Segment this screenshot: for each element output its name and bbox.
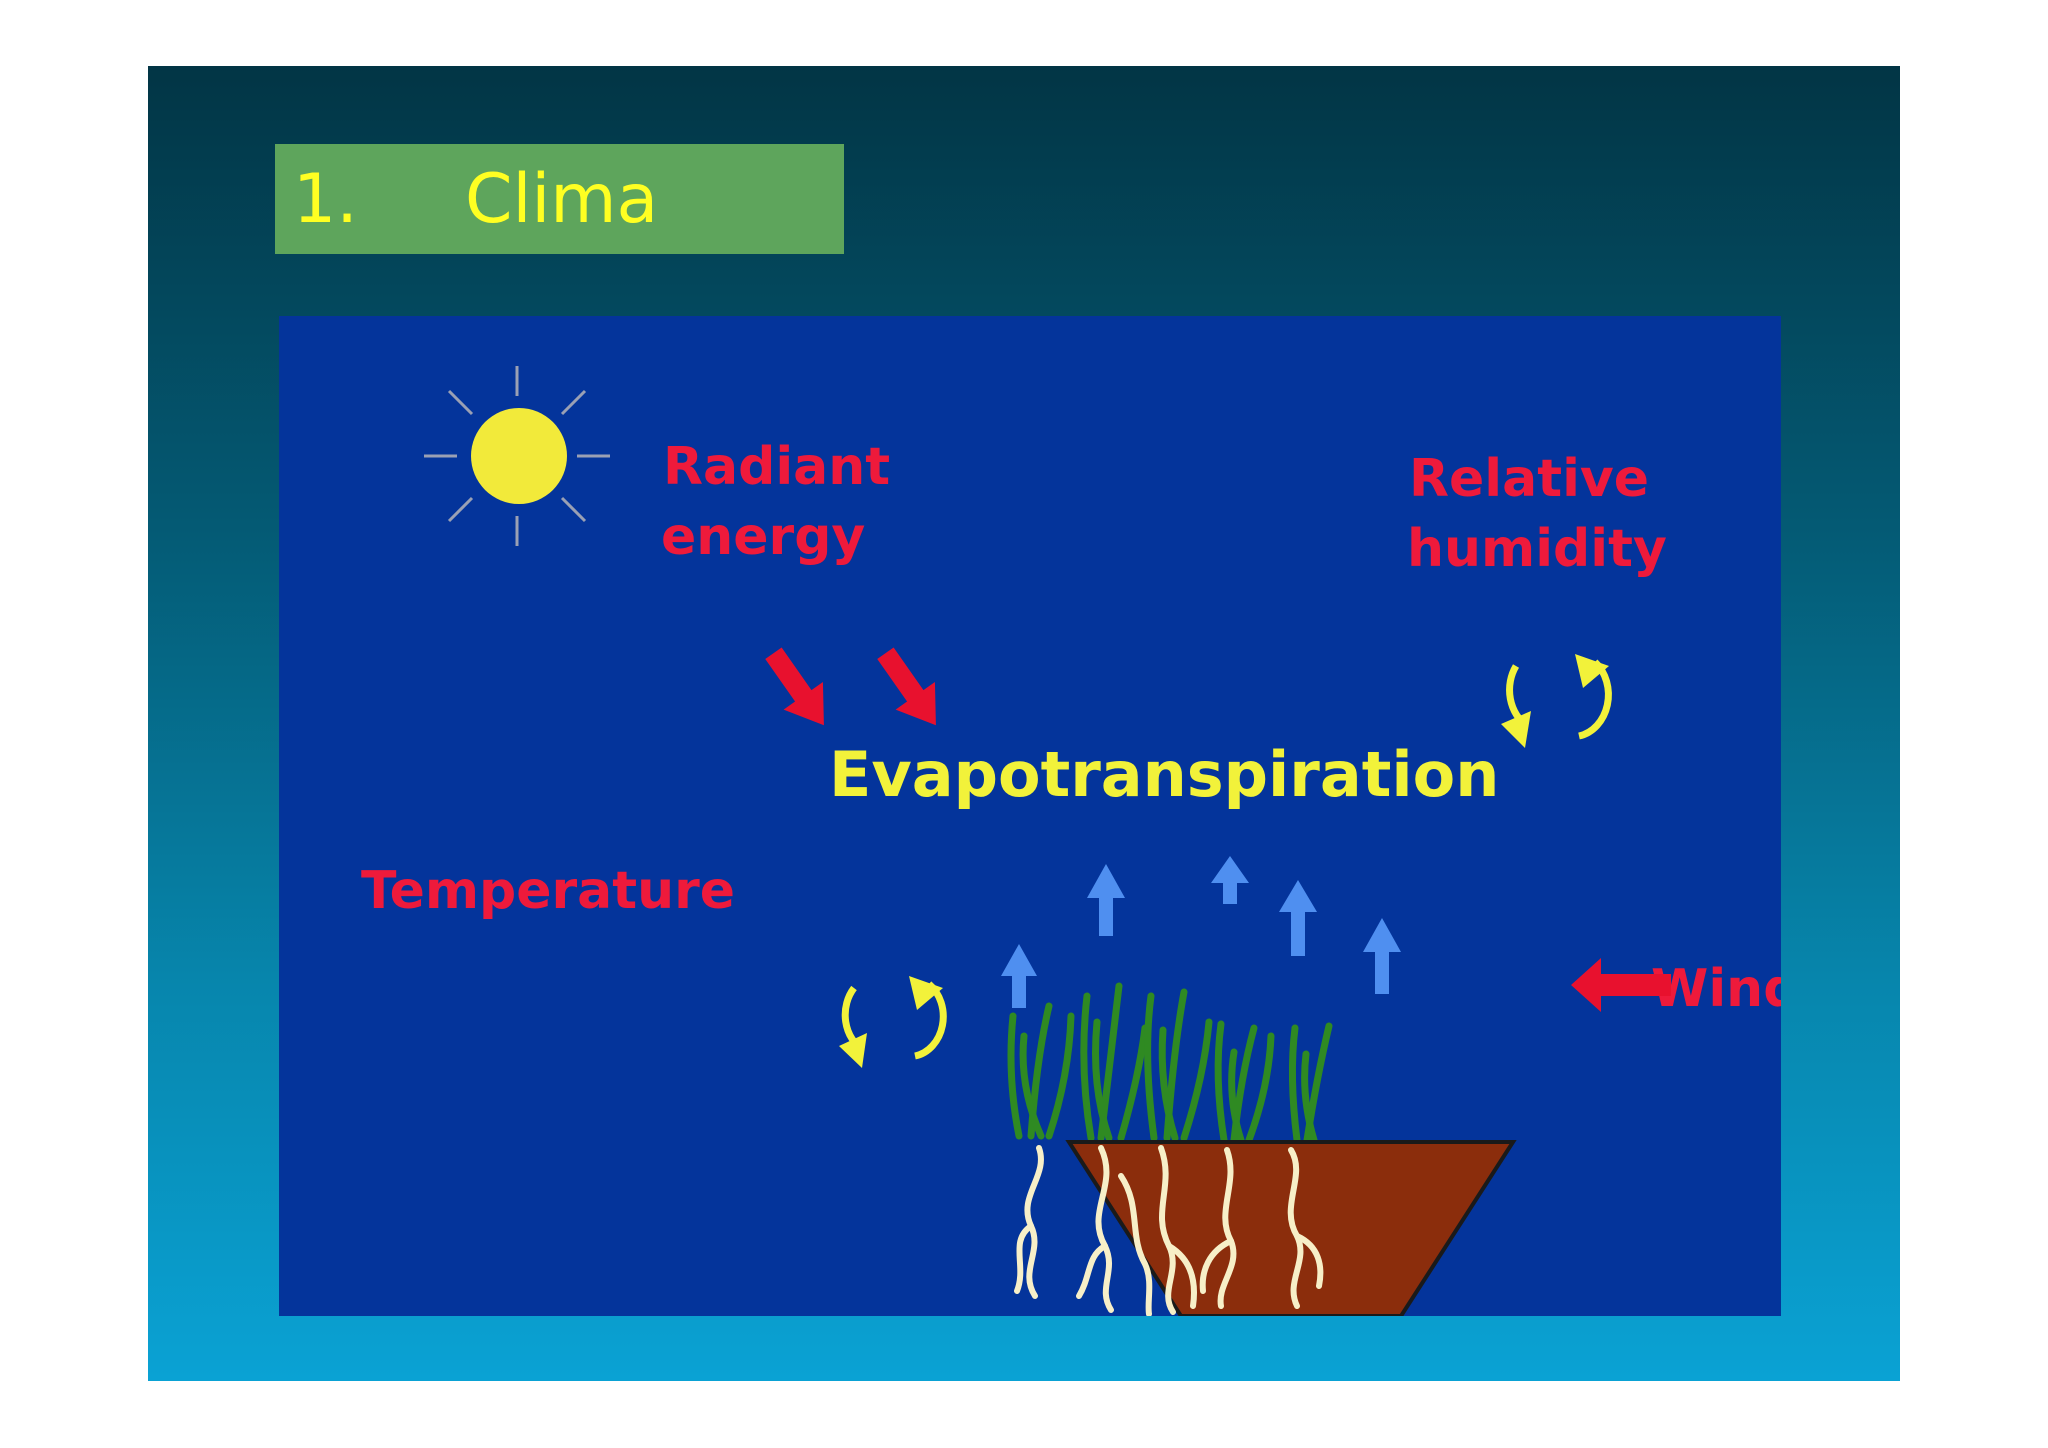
evapotranspiration-diagram: Radiant energy Relative humidity Evapotr… <box>361 366 1781 1316</box>
temperature-label: Temperature <box>361 861 735 921</box>
radiant-energy-arrows <box>765 647 936 726</box>
title-box: 1. Clima <box>275 144 844 254</box>
temperature-cycle-icon <box>839 976 947 1068</box>
radiant-arrow-icon <box>877 647 936 726</box>
humidity-cycle-icon <box>1501 654 1612 748</box>
relative-humidity-label-line1: Relative <box>1409 449 1649 509</box>
up-arrow-icon <box>1363 918 1401 994</box>
radiant-arrow-icon <box>765 647 824 726</box>
radiant-energy-label-line2: energy <box>661 507 865 567</box>
sun-icon <box>424 366 610 546</box>
radiant-energy-label-line1: Radiant <box>663 437 890 497</box>
title-number: 1. <box>293 160 358 239</box>
grass-icon <box>1007 982 1333 1144</box>
evapotranspiration-label: Evapotranspiration <box>829 738 1499 811</box>
up-arrow-icon <box>1211 856 1249 904</box>
wind-label: Wind <box>1651 959 1781 1019</box>
up-arrow-icon <box>1087 864 1125 936</box>
vapour-arrows <box>1001 856 1401 1008</box>
roots-icon <box>1014 1145 1324 1316</box>
up-arrow-icon <box>1001 944 1037 1008</box>
wind-arrow-icon <box>1571 958 1671 1012</box>
diagram-panel: Radiant energy Relative humidity Evapotr… <box>279 316 1781 1316</box>
relative-humidity-label-line2: humidity <box>1407 519 1667 579</box>
slide: 1. Clima Radiant energy <box>148 66 1900 1381</box>
slide-title: Clima <box>465 160 659 239</box>
up-arrow-icon <box>1279 880 1317 956</box>
